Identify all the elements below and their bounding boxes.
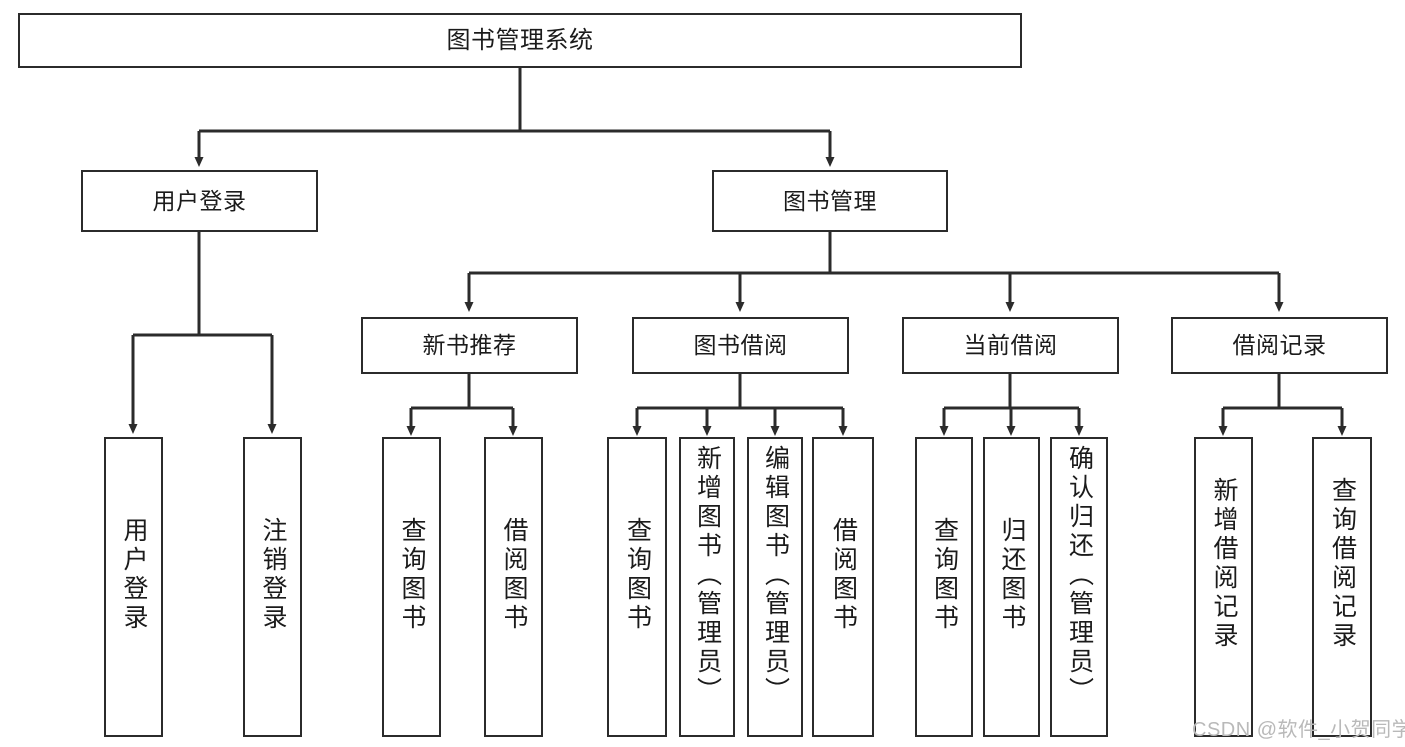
- node-leaf-add-record[interactable]: 新增借阅记录: [1194, 437, 1253, 737]
- node-leaf-query-book-1[interactable]: 查询图书: [382, 437, 441, 737]
- node-leaf-borrow-book-1-label: 借阅图书: [500, 517, 528, 633]
- node-leaf-add-book-label: 新增图书（管理员）: [693, 445, 722, 706]
- node-leaf-add-record-label: 新增借阅记录: [1210, 477, 1238, 651]
- node-borrow-record-label: 借阅记录: [1232, 332, 1327, 359]
- node-leaf-query-book-3-label: 查询图书: [930, 517, 959, 633]
- node-leaf-confirm-return[interactable]: 确认归还（管理员）: [1050, 437, 1108, 737]
- node-user-login[interactable]: 用户登录: [81, 170, 318, 232]
- node-new-book-recommend[interactable]: 新书推荐: [361, 317, 578, 374]
- node-leaf-query-book-2-label: 查询图书: [623, 517, 652, 633]
- node-current-borrow-label: 当前借阅: [963, 332, 1058, 359]
- node-current-borrow[interactable]: 当前借阅: [902, 317, 1119, 374]
- node-leaf-query-book-3[interactable]: 查询图书: [915, 437, 973, 737]
- node-leaf-return-book-label: 归还图书: [998, 517, 1026, 633]
- node-root-label: 图书管理系统: [446, 26, 594, 54]
- node-borrow-record[interactable]: 借阅记录: [1171, 317, 1388, 374]
- node-leaf-query-record[interactable]: 查询借阅记录: [1312, 437, 1372, 737]
- node-leaf-user-logout[interactable]: 注销登录: [243, 437, 302, 737]
- node-leaf-query-record-label: 查询借阅记录: [1328, 477, 1357, 651]
- node-leaf-query-book-2[interactable]: 查询图书: [607, 437, 667, 737]
- node-leaf-borrow-book-2[interactable]: 借阅图书: [812, 437, 874, 737]
- node-new-book-recommend-label: 新书推荐: [422, 332, 517, 359]
- node-leaf-borrow-book-2-label: 借阅图书: [829, 517, 858, 633]
- node-book-manage[interactable]: 图书管理: [712, 170, 948, 232]
- node-book-borrow[interactable]: 图书借阅: [632, 317, 849, 374]
- node-leaf-return-book[interactable]: 归还图书: [983, 437, 1040, 737]
- node-leaf-add-book[interactable]: 新增图书（管理员）: [679, 437, 735, 737]
- node-book-borrow-label: 图书借阅: [693, 332, 788, 359]
- node-leaf-confirm-return-label: 确认归还（管理员）: [1065, 445, 1094, 706]
- node-leaf-edit-book-label: 编辑图书（管理员）: [761, 445, 790, 706]
- node-book-manage-label: 图书管理: [783, 187, 877, 214]
- node-leaf-user-logout-label: 注销登录: [259, 517, 287, 633]
- node-leaf-query-book-1-label: 查询图书: [398, 517, 426, 633]
- node-leaf-borrow-book-1[interactable]: 借阅图书: [484, 437, 543, 737]
- node-root[interactable]: 图书管理系统: [18, 13, 1022, 68]
- node-leaf-user-login[interactable]: 用户登录: [104, 437, 163, 737]
- node-user-login-label: 用户登录: [152, 187, 247, 214]
- node-leaf-user-login-label: 用户登录: [120, 517, 148, 633]
- node-leaf-edit-book[interactable]: 编辑图书（管理员）: [747, 437, 803, 737]
